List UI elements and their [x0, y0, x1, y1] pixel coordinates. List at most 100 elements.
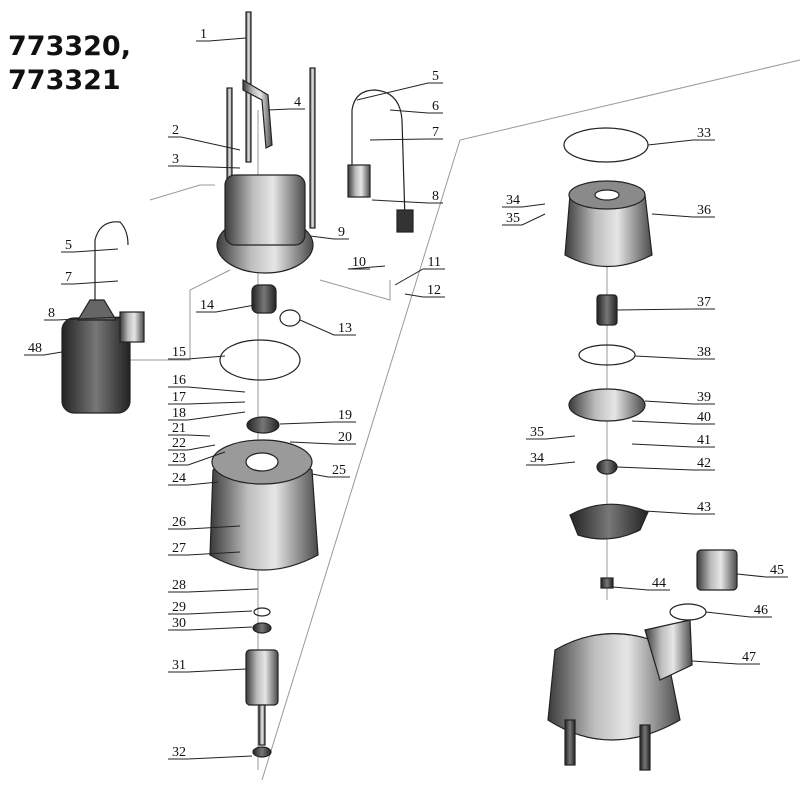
part-number-label: 21 — [172, 421, 186, 436]
part-number-label: 7 — [432, 125, 439, 140]
part-number-label: 26 — [172, 515, 186, 530]
part-shaft — [258, 704, 266, 746]
part-number-label: 3 — [172, 152, 179, 167]
part-number-label: 32 — [172, 745, 186, 760]
leader-line — [616, 466, 715, 471]
part-callout: 34 — [526, 451, 576, 466]
part-callout: 22 — [168, 436, 216, 451]
leader-line — [394, 268, 445, 286]
part-number-label: 14 — [200, 298, 214, 313]
part-callout: 18 — [168, 406, 246, 421]
leader-line — [356, 82, 443, 101]
part-pump-housing-36 — [564, 194, 653, 268]
leader-line — [168, 411, 246, 421]
part-number-label: 2 — [172, 123, 179, 138]
part-callout: 20 — [289, 430, 356, 445]
leader-line — [705, 611, 772, 618]
leader-line — [647, 139, 715, 146]
part-callout: 43 — [644, 500, 715, 515]
part-callout: 15 — [168, 345, 226, 360]
part-number-label: 6 — [432, 99, 439, 114]
part-callout: 14 — [196, 298, 256, 313]
part-number-label: 13 — [338, 321, 352, 336]
leader-line — [691, 660, 760, 665]
part-number-label: 45 — [770, 563, 784, 578]
part-callout: 46 — [705, 603, 772, 618]
leader-line — [168, 668, 247, 673]
part-callout: 26 — [168, 515, 241, 530]
part-callout: 4 — [267, 95, 305, 111]
part-number-label: 46 — [754, 603, 768, 618]
part-callout: 41 — [631, 433, 715, 448]
part-number-label: 7 — [65, 270, 72, 285]
part-number-label: 40 — [697, 410, 711, 425]
leader-line — [644, 510, 715, 515]
part-number-label: 10 — [352, 255, 366, 270]
part-callout: 7 — [369, 125, 443, 141]
part-number-label: 16 — [172, 373, 186, 388]
part-number-label: 24 — [172, 471, 186, 486]
part-callout: 16 — [168, 373, 246, 393]
part-callout: 27 — [168, 541, 241, 556]
part-number-label: 38 — [697, 345, 711, 360]
model-numbers: 773320, 773321 — [8, 30, 131, 98]
leader-line — [168, 551, 241, 556]
leader-line — [61, 248, 119, 253]
leader-line — [612, 586, 670, 591]
part-callout: 40 — [631, 410, 715, 425]
part-callout: 9 — [309, 225, 349, 240]
leader-line — [526, 461, 576, 466]
part-number-label: 18 — [172, 406, 186, 421]
part-ring-42 — [596, 459, 618, 475]
part-base-neck — [644, 619, 693, 681]
part-number-label: 23 — [172, 451, 186, 466]
leader-line — [168, 444, 216, 451]
part-cable-left — [94, 221, 129, 310]
part-callout: 28 — [168, 578, 259, 593]
part-o-ring-15 — [219, 339, 301, 381]
leader-line — [502, 203, 546, 208]
part-o-ring-46 — [669, 603, 707, 621]
leader-line — [24, 351, 63, 356]
part-callout: 38 — [634, 345, 715, 360]
part-callout: 47 — [691, 650, 760, 665]
part-nut-44 — [600, 577, 614, 589]
leader-line — [168, 434, 211, 437]
part-callout: 8 — [371, 189, 443, 204]
part-number-label: 30 — [172, 616, 186, 631]
part-o-ring-13 — [279, 309, 301, 327]
leader-line — [61, 280, 119, 285]
part-outlet-45 — [696, 549, 738, 591]
part-callout: 12 — [404, 283, 445, 298]
part-callout: 36 — [651, 203, 715, 218]
part-number-label: 20 — [338, 430, 352, 445]
part-number-label: 34 — [530, 451, 544, 466]
part-number-label: 33 — [697, 126, 711, 141]
part-callout: 37 — [616, 295, 715, 311]
leader-line — [371, 199, 443, 204]
leader-line — [369, 138, 443, 141]
part-motor-bore — [245, 452, 279, 472]
part-number-label: 44 — [652, 576, 666, 591]
leader-line — [168, 165, 241, 169]
leader-line — [311, 473, 350, 478]
part-callout: 35 — [502, 211, 546, 226]
part-plate-19 — [246, 416, 280, 434]
leader-line — [168, 386, 246, 393]
leader-line — [631, 420, 715, 425]
part-plate-39 — [568, 388, 646, 422]
part-callout: 35 — [526, 425, 576, 440]
leader-line — [651, 213, 715, 218]
part-callout: 42 — [616, 456, 715, 471]
part-number-label: 27 — [172, 541, 186, 556]
part-callout: 11 — [394, 255, 445, 286]
part-number-label: 34 — [506, 193, 520, 208]
leader-line — [168, 588, 259, 593]
part-callout: 34 — [502, 193, 546, 208]
leader-line — [196, 37, 247, 42]
part-callout: 44 — [612, 576, 670, 591]
part-number-label: 37 — [697, 295, 711, 310]
part-o-ring-33 — [563, 127, 649, 163]
